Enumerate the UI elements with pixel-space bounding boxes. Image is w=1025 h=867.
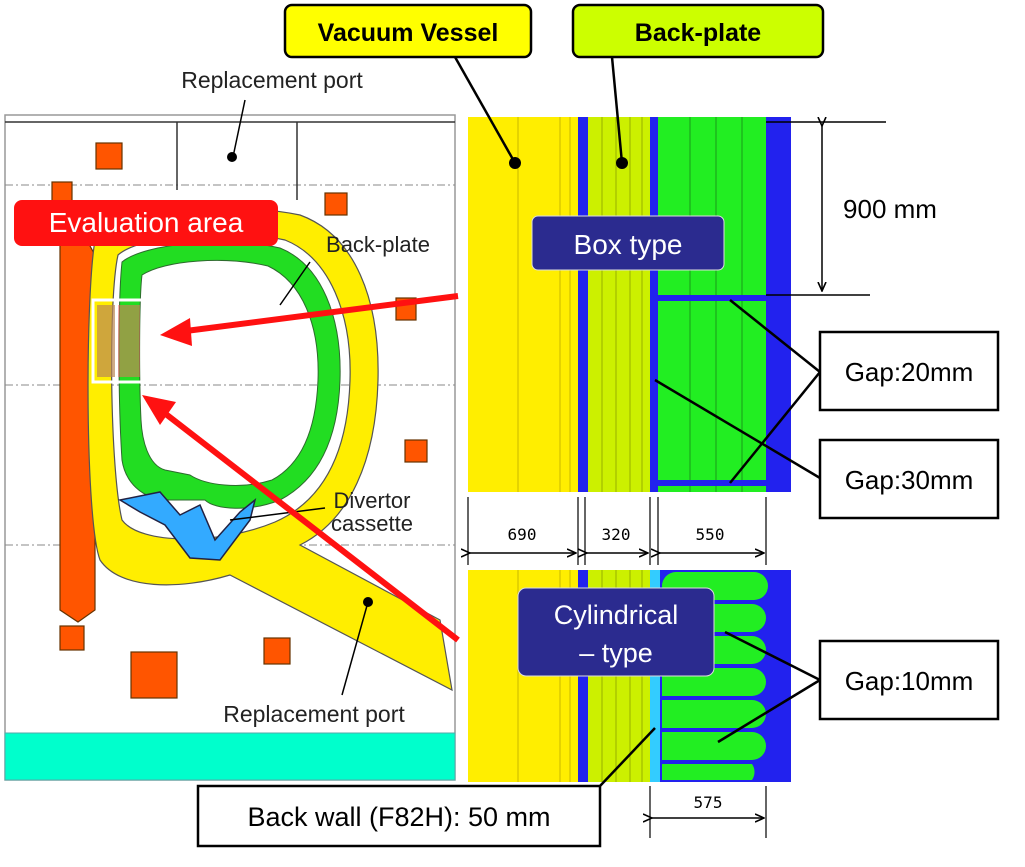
back-plate-layer (588, 117, 650, 492)
back-wall-label: Back wall (F82H): 50 mm (247, 802, 550, 832)
back-plate-label: Back-plate (635, 19, 762, 47)
cylindrical-label-2: – type (579, 638, 653, 668)
box-type-tag (531, 215, 725, 271)
evaluation-area-tag (14, 200, 278, 246)
dim-320-label: 320 (602, 525, 631, 544)
dim-900-label: 900 mm (843, 194, 937, 224)
replacement-port-top-label: Replacement port (181, 67, 363, 93)
gap-labels: Gap:20mm Gap:30mm Gap:10mm Back wall (F8… (196, 299, 1000, 848)
gap-20mm-tag (818, 330, 1000, 412)
gap-30mm-line (658, 480, 766, 486)
dim-690-label: 690 (508, 525, 537, 544)
cross-section-panel: Replacement port Replacement port Back-p… (4, 67, 456, 781)
coils (51, 142, 428, 699)
cylindrical-type-panel: Cylindrical – type (468, 570, 791, 782)
back-plate-leader-top (610, 56, 624, 164)
dim-575-label: 575 (694, 793, 723, 812)
dim-900: 900 mm (766, 122, 937, 296)
coil (404, 439, 428, 463)
cylinder-to-evaluation-arrow (156, 405, 460, 643)
divertor-label-2: cassette (331, 511, 413, 536)
coil (51, 181, 73, 203)
blanket-ring (118, 241, 341, 509)
vacuum-vessel-tag (283, 3, 533, 59)
coil (59, 625, 85, 651)
evaluation-area-strip (97, 305, 115, 377)
port-walls (5, 121, 455, 200)
box-type-label: Box type (574, 229, 683, 260)
back-plate-tag (571, 3, 825, 59)
box-dimensions: 690 320 550 (468, 497, 767, 565)
port-leader-top (232, 99, 246, 158)
top-labels: Vacuum Vessel Back-plate (283, 3, 825, 164)
divertor-leader (229, 507, 326, 521)
dim-550-label: 550 (696, 525, 725, 544)
vessel-liner (578, 117, 588, 492)
vacuum-vessel-label: Vacuum Vessel (318, 19, 499, 47)
gap-20mm-line (658, 295, 766, 301)
back-plate-inner-label: Back-plate (326, 232, 430, 257)
cylinder (662, 764, 755, 780)
coil (130, 651, 178, 699)
evaluation-area-label: Evaluation area (49, 207, 244, 238)
cylinder (662, 700, 766, 728)
cylinder (662, 732, 766, 760)
gap-30mm-label: Gap:30mm (845, 465, 974, 495)
floor-slab (4, 732, 456, 781)
coil (263, 637, 291, 665)
port-leader-bottom (341, 601, 369, 696)
cylindrical-label-1: Cylindrical (554, 600, 679, 630)
evaluation-area-mesh (118, 305, 140, 377)
box-to-evaluation-arrow (177, 293, 459, 335)
port-dot-bottom (363, 597, 373, 607)
first-wall-layer (766, 117, 791, 492)
vacuum-vessel-layer (468, 117, 578, 492)
divertor-cassette (117, 491, 257, 561)
coil (95, 142, 123, 170)
divertor-label-1: Divertor (333, 488, 410, 513)
red-arrows (142, 293, 460, 643)
gap-20mm-label: Gap:20mm (845, 357, 974, 387)
box-type-panel: Box type (468, 117, 791, 492)
port-dot-top (227, 152, 237, 162)
back-wall-tag (196, 784, 602, 848)
replacement-port-bottom-label: Replacement port (223, 701, 405, 727)
dim-575: 575 (650, 786, 767, 838)
evaluation-area-box (91, 298, 145, 384)
vacuum-vessel-leader (453, 56, 517, 164)
cylindrical-type-tag (517, 587, 715, 677)
gap-10mm-label: Gap:10mm (845, 666, 974, 696)
coil (324, 192, 348, 216)
back-wall-layer (650, 117, 658, 492)
gap-10mm-tag (818, 639, 1000, 721)
blanket-box-layer (658, 117, 766, 492)
back-plate-leader (279, 261, 311, 306)
gap-30mm-tag (818, 438, 1000, 520)
